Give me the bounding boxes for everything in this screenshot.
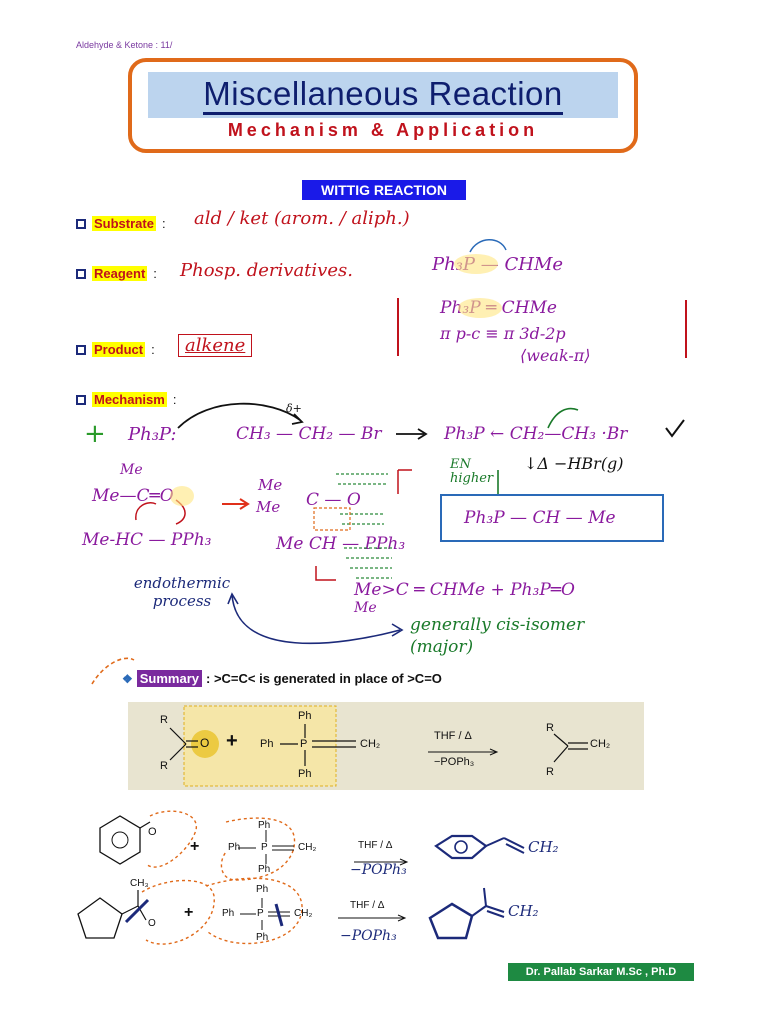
mech-products: Me>C ═ CHMe + Ph₃P═O — [354, 580, 575, 600]
page-header-ref: Aldehyde & Ketone : 11/ — [76, 40, 173, 50]
ex2-ph-left: Ph — [222, 908, 235, 919]
scheme-r2: R — [160, 760, 168, 772]
ex1-ph-top: Ph — [258, 820, 271, 831]
scheme-product-r1: R — [546, 722, 554, 734]
scheme-ph-bottom: Ph — [298, 768, 312, 780]
scheme-conditions-top: THF / Δ — [434, 730, 472, 742]
reagent-label: Reagent — [92, 266, 148, 281]
diamond-bullet-icon: ❖ — [122, 671, 133, 686]
ex1-product-ch2: CH₂ — [528, 838, 559, 856]
mech-isomer-note: generally cis-isomer (major) — [410, 615, 585, 657]
checkbox-bullet-icon — [76, 218, 86, 229]
mech-carbanion: Me-HC — PPh₃ — [82, 530, 212, 550]
ex2-ph-bottom: Ph — [256, 932, 269, 943]
scheme-product-ch2: CH₂ — [590, 738, 611, 750]
ex2-o: O — [148, 918, 156, 929]
scheme-o: O — [200, 736, 210, 750]
mech-betaine-co: C — O — [306, 490, 361, 510]
ylide-note-line3: ⟨weak-π⟩ — [520, 346, 591, 365]
scheme-p: P — [300, 738, 308, 750]
checkbox-bullet-icon — [76, 394, 86, 405]
substrate-value: ald / ket (arom. / aliph.) — [194, 208, 410, 229]
mech-ph3p: Ph₃P: — [128, 424, 177, 445]
mech-betaine-me2: Me — [256, 498, 281, 516]
row-substrate: Substrate: — [76, 216, 166, 231]
scheme-ph-left: Ph — [260, 738, 274, 750]
row-mechanism: Mechanism: — [76, 392, 176, 407]
page-subtitle: Mechanism & Application — [227, 120, 539, 140]
mech-en-note: EN higher — [450, 457, 494, 486]
ex1-o: O — [148, 826, 157, 838]
scheme-conditions-bottom: −POPh₃ — [434, 756, 475, 768]
mechanism-label: Mechanism — [92, 392, 167, 407]
ex1-p: P — [261, 842, 268, 853]
ex2-ch3: CH₃ — [130, 878, 149, 889]
svg-text:+: + — [84, 419, 106, 449]
author-signature: Dr. Pallab Sarkar M.Sc , Ph.D — [508, 963, 694, 981]
ex1-conditions-bottom: −POPh₃ — [350, 862, 407, 878]
mech-phosphonium: Ph₃P ← CH₂—CH₃ ·Br — [444, 424, 628, 444]
ex2-ch2: CH₂ — [294, 908, 313, 919]
ex1-ch2: CH₂ — [298, 842, 317, 853]
scheme-ph-top: Ph — [298, 710, 312, 722]
page-title: Miscellaneous Reaction — [148, 72, 618, 118]
mech-products-me: Me — [354, 600, 377, 616]
reagent-value: Phosp. derivatives. — [180, 260, 353, 281]
ex1-plus: + — [190, 838, 200, 855]
row-product: Product: — [76, 342, 155, 357]
summary-text: : >C=C< is generated in place of >C=O — [206, 671, 442, 686]
checkbox-bullet-icon — [76, 268, 86, 279]
product-value: alkene — [178, 334, 253, 357]
substrate-label: Substrate — [92, 216, 156, 231]
summary-line: ❖ Summary : >C=C< is generated in place … — [122, 670, 442, 687]
mech-betaine-me1: Me — [258, 476, 283, 494]
ex2-p: P — [257, 908, 264, 919]
scheme-plus: + — [226, 730, 238, 752]
ex2-ph-top: Ph — [256, 884, 269, 895]
mech-ethyl-bromide: CH₃ — CH₂ — Br — [236, 424, 382, 444]
ex2-conditions-bottom: −POPh₃ — [340, 928, 397, 944]
product-label: Product — [92, 342, 146, 357]
scheme-ch2: CH₂ — [360, 738, 381, 750]
ex2-conditions-top: THF / Δ — [350, 900, 385, 911]
summary-label: Summary — [136, 670, 203, 687]
ex1-ph-left: Ph — [228, 842, 241, 853]
checkbox-bullet-icon — [76, 344, 86, 355]
mech-endothermic: endothermic process — [133, 574, 231, 610]
scheme-r1: R — [160, 714, 168, 726]
title-box: Miscellaneous Reaction Mechanism & Appli… — [128, 58, 638, 153]
ex2-product-ch2: CH₂ — [508, 902, 539, 920]
mech-elimination: ↓Δ −HBr(g) — [524, 454, 624, 473]
ylide-note-line2: π p-c ≡ π 3d-2p — [440, 324, 566, 343]
mech-me-top: Me — [120, 462, 143, 478]
row-reagent: Reagent: — [76, 266, 157, 281]
mech-carbonyl: Me—C═O — [92, 486, 174, 506]
scheme-product-r2: R — [546, 766, 554, 778]
mech-betaine-bottom: Me CH — PPh₃ — [276, 534, 406, 554]
ex1-conditions-top: THF / Δ — [358, 840, 393, 851]
ex1-ph-bottom: Ph — [258, 864, 271, 875]
page-title-text: Miscellaneous Reaction — [203, 75, 563, 115]
section-title: WITTIG REACTION — [302, 180, 466, 200]
mech-delta-plus: δ+ — [286, 402, 302, 415]
ex2-plus: + — [184, 904, 194, 921]
ylide-boxed-formula: Ph₃P — CH — Me — [464, 508, 616, 528]
ylide-box — [440, 494, 664, 542]
